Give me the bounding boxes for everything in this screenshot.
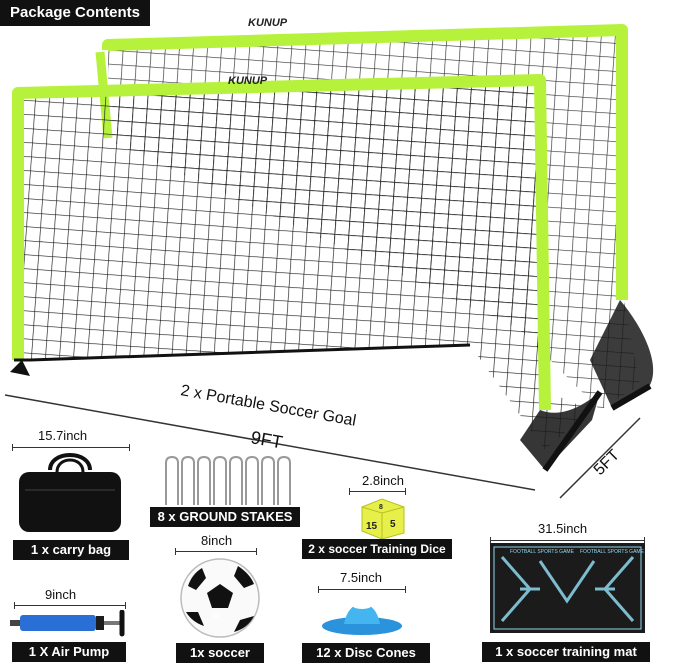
width-label: 9FT xyxy=(249,427,284,452)
brand-front: KUNUP xyxy=(228,75,268,87)
cones-dimension-bar xyxy=(318,586,406,593)
goals-caption: 2 x Portable Soccer Goal xyxy=(179,382,357,430)
ball-number: 32 xyxy=(212,613,220,620)
mat-label: 1 x soccer training mat xyxy=(482,642,650,662)
dice-face-top: 8 xyxy=(379,504,383,511)
ball-dimension-bar xyxy=(175,548,257,555)
carry-bag-dimension-bar xyxy=(12,444,130,451)
air-pump-icon xyxy=(10,610,125,637)
mat-text-right: FOOTBALL SPORTS GAME xyxy=(580,549,645,555)
soccer-ball-icon: 32 xyxy=(180,558,260,638)
dice-label: 2 x soccer Training Dice xyxy=(302,539,452,559)
training-dice-icon: 15 5 8 xyxy=(361,498,405,540)
pump-dimension: 9inch xyxy=(45,587,77,602)
cones-dimension: 7.5inch xyxy=(340,570,382,585)
carry-bag-dimension: 15.7inch xyxy=(38,428,88,443)
ground-stakes-icon xyxy=(165,455,291,505)
mat-dimension-bar xyxy=(490,537,645,544)
soccer-goals-illustration: KUNUP KUNUP 2 x Portable Soccer Goal 9FT… xyxy=(4,17,654,499)
disc-cone-icon xyxy=(322,603,402,635)
depth-dimension-line xyxy=(559,417,641,499)
width-dimension-line xyxy=(4,394,536,491)
ground-stakes-label: 8 x GROUND STAKES xyxy=(150,507,300,527)
depth-label: 5FT xyxy=(591,447,623,479)
dice-face-right: 5 xyxy=(390,519,396,530)
pump-label: 1 X Air Pump xyxy=(12,642,126,662)
training-mat-icon: FOOTBALL SPORTS GAME FOOTBALL SPORTS GAM… xyxy=(490,543,645,633)
front-goal xyxy=(10,74,603,472)
package-contents-title: Package Contents xyxy=(0,0,150,26)
carry-bag-label: 1 x carry bag xyxy=(13,540,129,560)
dice-face-left: 15 xyxy=(366,521,378,532)
cones-label: 12 x Disc Cones xyxy=(302,643,430,663)
mat-dimension: 31.5inch xyxy=(538,521,588,536)
pump-dimension-bar xyxy=(14,602,126,609)
carry-bag-icon xyxy=(19,453,121,532)
ball-label: 1x soccer xyxy=(176,643,264,663)
mat-text-left: FOOTBALL SPORTS GAME xyxy=(510,549,575,555)
brand-back: KUNUP xyxy=(248,17,288,29)
dice-dimension-bar xyxy=(349,488,406,495)
dice-dimension: 2.8inch xyxy=(362,473,404,488)
ball-dimension: 8inch xyxy=(201,533,233,548)
